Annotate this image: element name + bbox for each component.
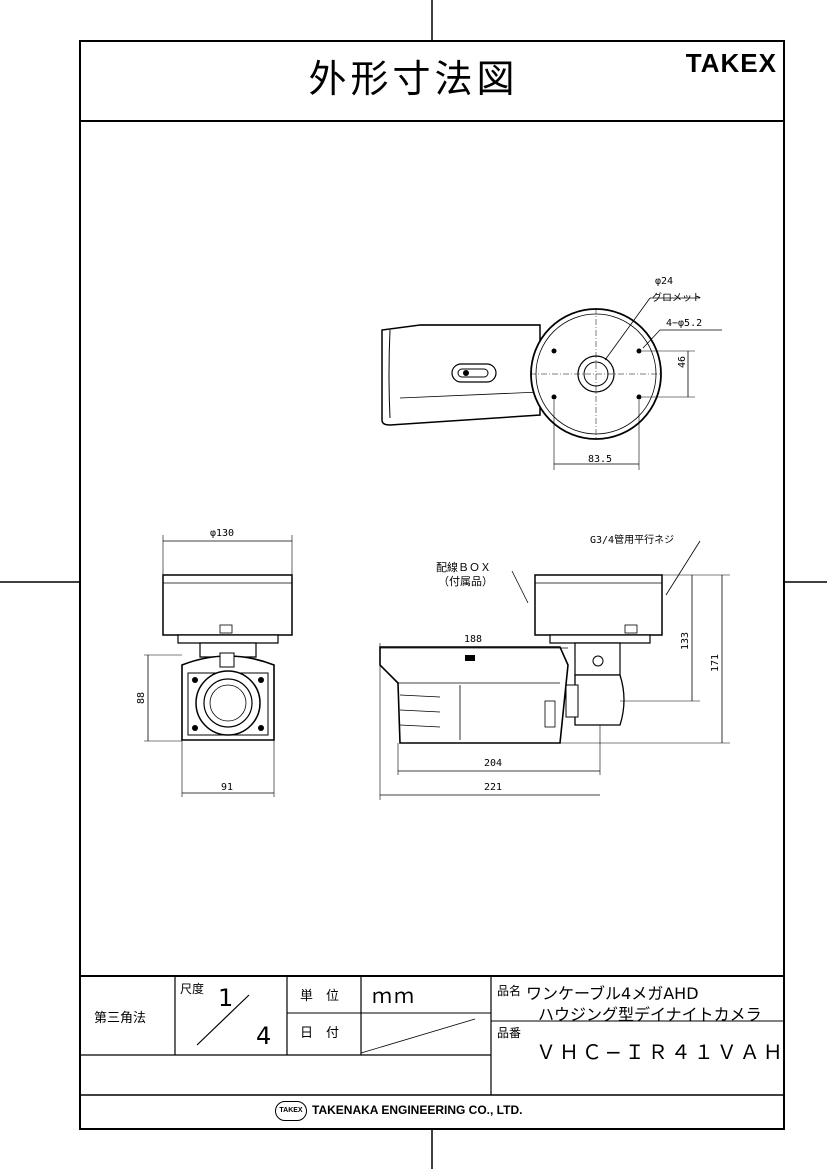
- product-number-label: 品番: [497, 1026, 522, 1040]
- dim-204: 204: [484, 758, 503, 769]
- dim-91: 91: [221, 782, 234, 793]
- scale-denominator: 4: [256, 1022, 272, 1050]
- dim-holes: 4−φ5.2: [666, 318, 703, 329]
- side-view-drawing: [379, 540, 730, 800]
- dim-g34-thread: G3/4管用平行ネジ: [590, 535, 675, 546]
- product-name-line1: ワンケーブル4メガAHD: [526, 984, 699, 1003]
- unit-label: 単 位: [300, 989, 340, 1004]
- company-logo: TAKEX: [275, 1101, 307, 1121]
- date-label: 日 付: [300, 1026, 340, 1041]
- scale-numerator: 1: [218, 984, 234, 1012]
- dim-phi24: φ24: [655, 276, 674, 287]
- label-accessory: （付属品）: [438, 575, 493, 588]
- dim-171: 171: [710, 653, 721, 672]
- dim-83-5: 83.5: [588, 454, 613, 465]
- top-view-drawing: [381, 297, 722, 470]
- dim-188: 188: [464, 634, 483, 645]
- projection-method: 第三角法: [94, 1011, 147, 1026]
- title-block-grid: [79, 975, 785, 1096]
- product-name-line2: ハウジング型デイナイトカメラ: [538, 1005, 762, 1024]
- dim-46: 46: [677, 355, 688, 368]
- front-view-drawing: [144, 535, 293, 797]
- unit-value: ｍｍ: [372, 984, 416, 1008]
- product-number: ＶＨＣ−ＩＲ４１ＶＡＨ: [536, 1040, 786, 1064]
- brand-logo: TAKEX: [685, 48, 777, 78]
- dim-88: 88: [136, 691, 147, 704]
- dim-133: 133: [680, 631, 691, 650]
- company-name: TAKENAKA ENGINEERING CO., LTD.: [312, 1103, 523, 1117]
- label-wiring-box: 配線ＢＯＸ: [436, 561, 491, 574]
- dim-phi130: φ130: [210, 528, 235, 539]
- dim-221: 221: [484, 782, 503, 793]
- header-divider: [79, 120, 785, 122]
- drawing-frame: [79, 40, 785, 1130]
- drawing-title: 外形寸法図: [308, 57, 519, 101]
- scale-label: 尺度: [180, 982, 205, 996]
- product-name-label: 品名: [497, 984, 522, 998]
- dim-grommet: グロメット: [652, 293, 702, 304]
